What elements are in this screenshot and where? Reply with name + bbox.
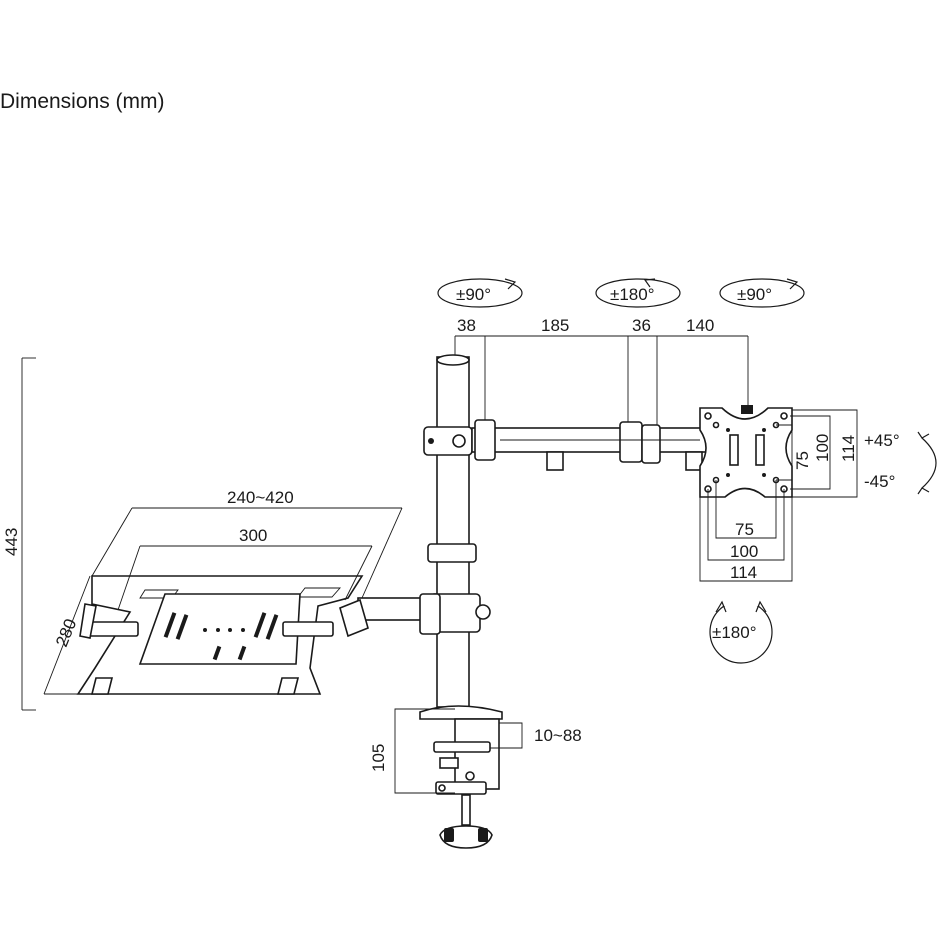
overall-height-dimension: 443 (2, 357, 36, 711)
pole (427, 354, 477, 708)
vesa-vertical-114: 114 (839, 435, 858, 462)
arm-dimension-lines: 38 185 36 140 (454, 316, 749, 425)
laptop-tray (76, 575, 364, 695)
clamp-height-105: 105 (369, 744, 388, 772)
laptop-tray-arm (339, 593, 491, 638)
arm-dimension-36: 36 (632, 316, 651, 335)
rotation-label-arm-middle: ±180° (610, 285, 655, 304)
panel-rotation-label: ±180° (712, 623, 757, 642)
vesa-vertical-75: 75 (793, 451, 812, 470)
vesa-vertical-dimensions: 75 100 114 (776, 409, 858, 498)
tilt-down-label: -45° (864, 472, 895, 491)
pole-collar (427, 543, 477, 563)
vesa-horizontal-dimensions: 75 100 114 (699, 480, 793, 582)
vesa-horizontal-75: 75 (735, 520, 754, 539)
monitor-arm-upper (423, 419, 709, 471)
rotation-indicator-head-swivel: ±90° (719, 278, 805, 308)
tray-slots (163, 612, 279, 661)
tray-width-range: 240~420 (227, 488, 294, 507)
rotation-indicator-arm-left: ±90° (437, 278, 523, 308)
tilt-indicator: +45° -45° (864, 431, 937, 495)
tilt-up-label: +45° (864, 431, 900, 450)
vesa-plate (699, 405, 793, 498)
rotation-indicator-arm-middle: ±180° (595, 278, 681, 308)
vesa-horizontal-114: 114 (730, 563, 757, 582)
page-title: Dimensions (mm) (0, 90, 165, 113)
rotation-label-arm-left: ±90° (456, 285, 491, 304)
panel-rotation-indicator: ±180° (709, 598, 773, 664)
clamp-desk-thickness: 10~88 (534, 726, 582, 745)
arm-dimension-38: 38 (457, 316, 476, 335)
desk-clamp (419, 705, 503, 849)
overall-height-443: 443 (2, 528, 21, 556)
rotation-label-head-swivel: ±90° (737, 285, 772, 304)
arm-dimension-140: 140 (686, 316, 714, 335)
tray-depth: 280 (52, 616, 80, 649)
vesa-vertical-100: 100 (813, 434, 832, 462)
tray-inner-width: 300 (239, 526, 267, 545)
arm-dimension-185: 185 (541, 316, 569, 335)
vesa-horizontal-100: 100 (730, 542, 758, 561)
clamp-dimensions: 105 10~88 (369, 708, 582, 794)
